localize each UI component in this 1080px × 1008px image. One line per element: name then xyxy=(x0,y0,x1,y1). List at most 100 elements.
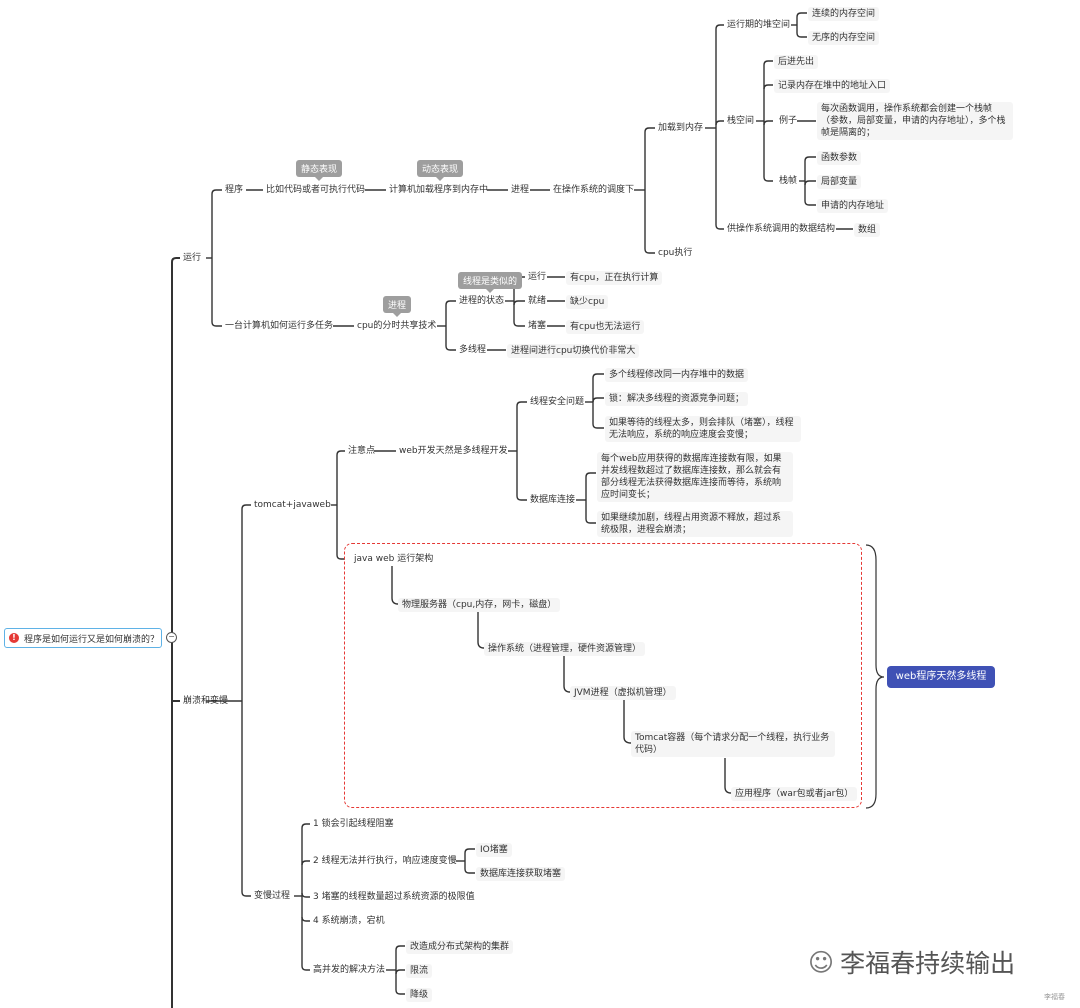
connector xyxy=(724,758,732,794)
node-db2[interactable]: 如果继续加剧，线程占用资源不释放，超过系统极限，进程会崩溃； xyxy=(597,511,793,537)
node-multithread[interactable]: 多线程 xyxy=(459,345,487,355)
connector xyxy=(301,892,310,898)
connector xyxy=(513,321,525,327)
node-server[interactable]: 物理服务器（cpu,内存，网卡，磁盘） xyxy=(398,598,561,612)
node-web-multi[interactable]: web开发天然是多线程开发 xyxy=(399,446,508,456)
node-s4[interactable]: 4 系统崩溃，宕机 xyxy=(313,916,385,926)
node-frame-params[interactable]: 函数参数 xyxy=(817,151,862,165)
connector xyxy=(804,180,816,186)
connector xyxy=(715,24,724,30)
connector xyxy=(796,12,807,18)
node-ts3[interactable]: 如果等待的线程太多，则会排队（堵塞），线程无法响应，系统的响应速度会变慢； xyxy=(605,416,801,442)
node-heap-noncontig[interactable]: 无序的内存空间 xyxy=(808,31,880,45)
node-multitask[interactable]: 一台计算机如何运行多任务 xyxy=(225,321,334,331)
connector xyxy=(585,518,596,524)
node-loaded[interactable]: 计算机加载程序到内存中 xyxy=(389,185,489,195)
node-hc3[interactable]: 降级 xyxy=(406,988,433,1002)
node-states[interactable]: 进程的状态 xyxy=(459,296,505,306)
connector xyxy=(763,60,773,66)
node-frame[interactable]: 栈帧 xyxy=(779,176,798,186)
watermark: ☺ 李福春持续输出 xyxy=(808,944,1015,980)
connector xyxy=(804,200,816,206)
node-slow[interactable]: 变慢过程 xyxy=(254,891,291,901)
node-example[interactable]: 例子 xyxy=(779,116,798,126)
node-blocked[interactable]: 堵塞 xyxy=(528,321,547,331)
node-process[interactable]: 进程 xyxy=(511,185,530,195)
node-ts2[interactable]: 锁：解决多线程的资源竞争问题； xyxy=(605,392,749,406)
node-os[interactable]: 操作系统（进程管理，硬件资源管理） xyxy=(484,642,646,656)
node-program[interactable]: 程序 xyxy=(225,185,244,195)
connector xyxy=(301,860,310,866)
node-s3[interactable]: 3 堵塞的线程数量超过系统资源的极限值 xyxy=(313,892,475,902)
connector xyxy=(592,373,604,379)
node-multithread-desc[interactable]: 进程间进行cpu切换代价非常大 xyxy=(507,344,640,358)
node-ts1[interactable]: 多个线程修改同一内存堆中的数据 xyxy=(605,368,749,382)
tag-thread: 线程是类似的 xyxy=(458,272,523,293)
node-heap[interactable]: 运行期的堆空间 xyxy=(727,20,791,30)
node-addr-entry[interactable]: 记录内存在堆中的地址入口 xyxy=(774,79,891,93)
connector xyxy=(241,891,251,897)
node-jvm[interactable]: JVM进程（虚拟机管理） xyxy=(570,686,676,700)
node-ready-desc[interactable]: 缺少cpu xyxy=(566,295,609,309)
node-run[interactable]: 运行 xyxy=(183,253,202,263)
node-app[interactable]: 应用程序（war包或者jar包） xyxy=(731,787,858,801)
connector xyxy=(763,120,773,126)
node-array[interactable]: 数组 xyxy=(854,223,881,237)
connector xyxy=(395,969,405,975)
node-blocked-desc[interactable]: 有cpu也无法运行 xyxy=(566,320,645,334)
connector xyxy=(763,84,773,90)
node-dbblock[interactable]: 数据库连接获取堵塞 xyxy=(476,867,566,881)
connector xyxy=(516,495,527,501)
collapse-icon[interactable]: − xyxy=(166,632,177,643)
node-tomcat-container[interactable]: Tomcat容器（每个请求分配一个线程，执行业务代码） xyxy=(631,731,835,757)
node-db-conn[interactable]: 数据库连接 xyxy=(530,495,576,505)
node-example-text[interactable]: 每次函数调用，操作系统都会创建一个栈帧（参数，局部变量，申请的内存地址），多个栈… xyxy=(817,102,1013,140)
node-stack[interactable]: 栈空间 xyxy=(727,116,755,126)
node-io[interactable]: IO堵塞 xyxy=(476,843,512,857)
connector xyxy=(336,450,345,456)
node-hc[interactable]: 高并发的解决方法 xyxy=(313,965,386,975)
node-frame-locals[interactable]: 局部变量 xyxy=(817,175,862,189)
connector xyxy=(301,823,310,829)
node-load-memory[interactable]: 加载到内存 xyxy=(658,123,704,133)
node-ds[interactable]: 供操作系统调用的数据结构 xyxy=(727,224,836,234)
node-lifo[interactable]: 后进先出 xyxy=(774,55,819,69)
node-hc2[interactable]: 限流 xyxy=(406,964,433,978)
node-s2[interactable]: 2 线程无法并行执行，响应速度变慢 xyxy=(313,856,457,866)
node-hc1[interactable]: 改造成分布式架构的集群 xyxy=(406,940,514,954)
node-running[interactable]: 运行 xyxy=(528,272,547,282)
node-tomcat[interactable]: tomcat+javaweb xyxy=(254,500,331,510)
alert-icon: ! xyxy=(9,633,19,643)
node-scheduling[interactable]: 在操作系统的调度下 xyxy=(553,185,635,195)
node-crash[interactable]: 崩溃和变慢 xyxy=(183,696,229,706)
node-heap-contig[interactable]: 连续的内存空间 xyxy=(808,7,880,21)
node-ready[interactable]: 就绪 xyxy=(528,296,547,306)
node-running-desc[interactable]: 有cpu，正在执行计算 xyxy=(566,271,663,285)
watermark-small: 李福春 xyxy=(1044,993,1065,1001)
tag-dynamic: 动态表现 xyxy=(417,160,464,181)
connector xyxy=(715,224,724,230)
watermark-text: 李福春持续输出 xyxy=(840,949,1016,978)
node-thread-safety[interactable]: 线程安全问题 xyxy=(530,397,585,407)
connector xyxy=(395,945,405,951)
node-timeshare[interactable]: cpu的分时共享技术 xyxy=(357,321,437,331)
node-arch[interactable]: java web 运行架构 xyxy=(354,554,434,564)
node-s1[interactable]: 1 锁会引起线程阻塞 xyxy=(313,819,394,829)
connector xyxy=(644,127,655,133)
node-cpu-exec[interactable]: cpu执行 xyxy=(658,248,693,258)
node-frame-addr[interactable]: 申请的内存地址 xyxy=(817,199,889,213)
connector xyxy=(763,176,773,182)
node-db1[interactable]: 每个web应用获得的数据库连接数有限，如果并发线程数超过了数据库连接数，那么就会… xyxy=(597,452,793,502)
node-code[interactable]: 比如代码或者可执行代码 xyxy=(266,185,366,195)
node-notice[interactable]: 注意点 xyxy=(348,446,376,456)
root-label: 程序是如何运行又是如何崩溃的？ xyxy=(24,634,160,645)
connector xyxy=(513,300,525,306)
callout-web-multithread[interactable]: web程序天然多线程 xyxy=(887,666,995,688)
wechat-icon: ☺ xyxy=(808,947,835,977)
root-node[interactable]: ! 程序是如何运行又是如何崩溃的？ xyxy=(4,628,162,648)
connector xyxy=(241,504,251,510)
connector xyxy=(516,401,527,407)
connector xyxy=(395,989,405,995)
